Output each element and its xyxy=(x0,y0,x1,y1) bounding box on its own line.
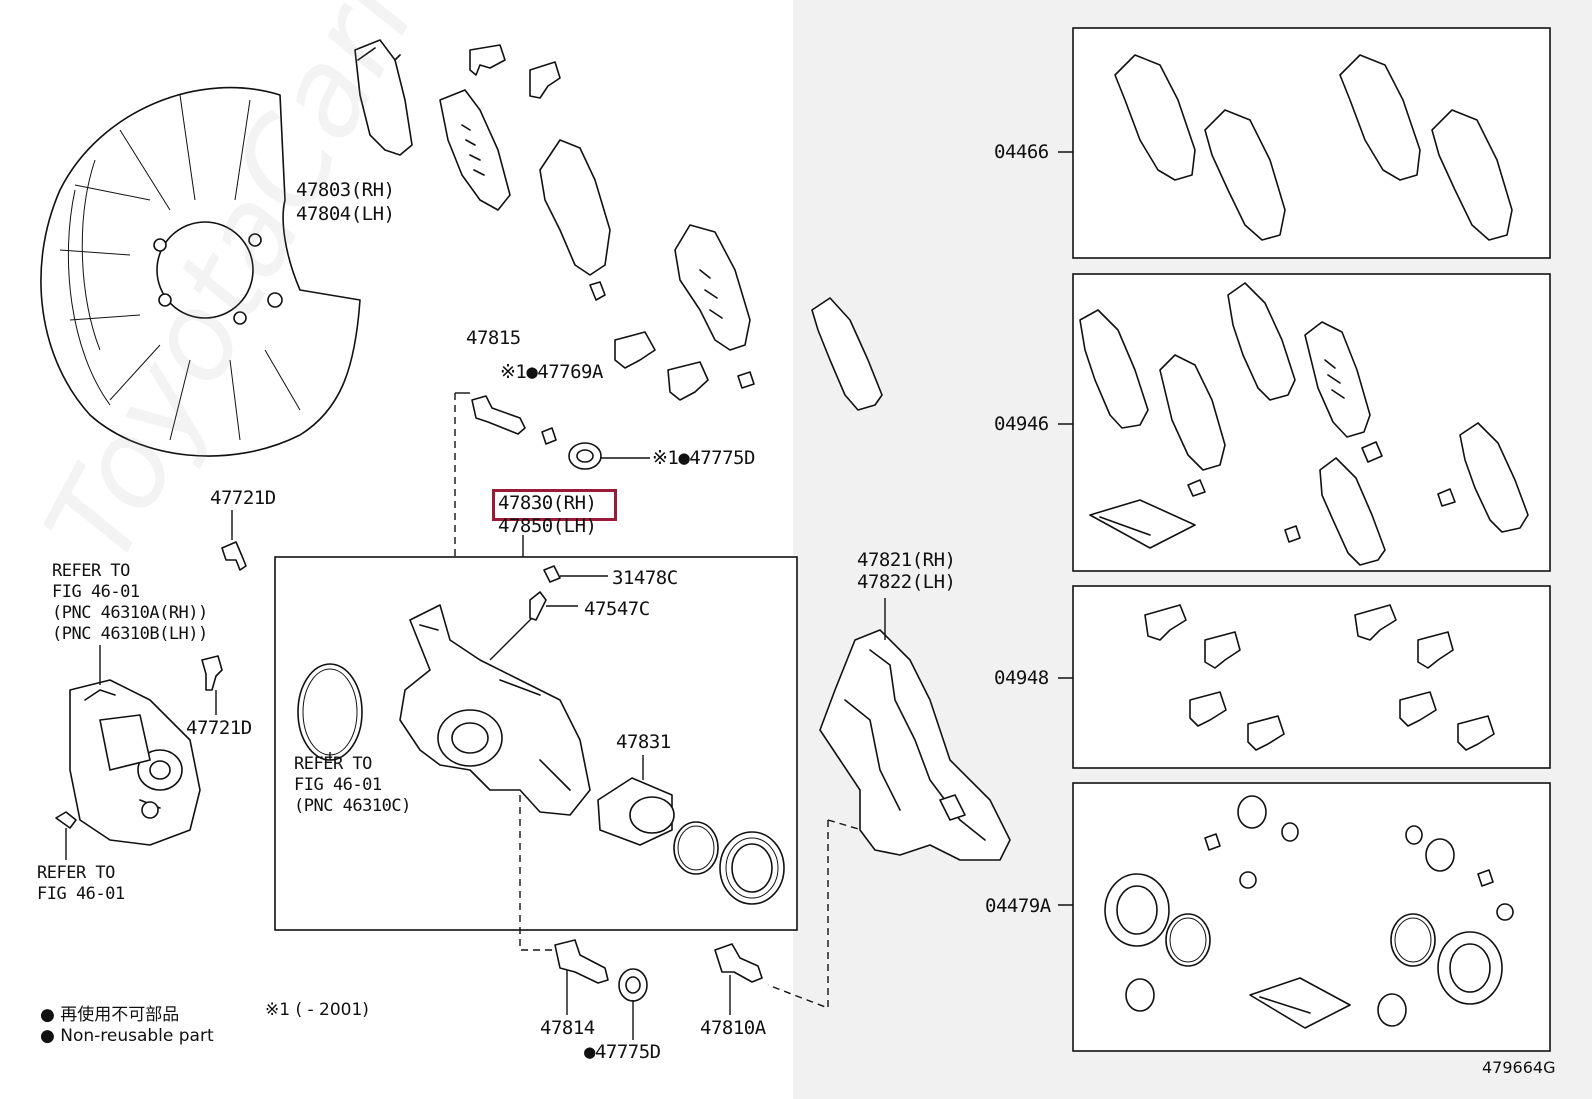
piston-47831[interactable] xyxy=(597,777,675,846)
top-pad-shim-1[interactable] xyxy=(354,39,413,156)
label-47547C: 47547C xyxy=(584,598,650,620)
slide-pin-47814[interactable] xyxy=(554,939,609,984)
label-kit-04948[interactable]: 04948 xyxy=(994,667,1049,689)
bleeder-cap-31478C[interactable] xyxy=(543,565,561,583)
label-47810A: 47810A xyxy=(700,1017,766,1039)
label-47815: 47815 xyxy=(466,327,521,349)
label-kit-04946[interactable]: 04946 xyxy=(994,413,1049,435)
top-clip-1[interactable] xyxy=(469,44,561,99)
piston-boot[interactable] xyxy=(719,831,785,905)
refer-note-plug-1: REFER TO xyxy=(37,863,115,883)
caliper-body[interactable] xyxy=(399,604,591,816)
label-47769A: ※1●47769A xyxy=(500,361,603,383)
label-47775D-bottom: ●47775D xyxy=(584,1041,661,1063)
refer-note-seal-2: FIG 46-01 xyxy=(294,775,382,795)
kit-04466-pads xyxy=(1114,54,1513,241)
legend-english: ● Non-reusable part xyxy=(40,1026,214,1046)
legend-japanese: ● 再使用不可部品 xyxy=(40,1005,180,1025)
seal-ring[interactable] xyxy=(297,663,363,761)
mid-clips[interactable] xyxy=(589,281,755,401)
label-47830[interactable]: 47830(RH) xyxy=(498,492,597,514)
bolt-47810A[interactable] xyxy=(714,943,763,983)
label-47721D-bottom: 47721D xyxy=(186,717,252,739)
loose-pad-shim[interactable] xyxy=(811,297,883,411)
refer-note-motor-4: (PNC 46310B(LH)) xyxy=(52,624,208,644)
label-47831: 47831 xyxy=(616,731,671,753)
slide-pin-47815[interactable] xyxy=(471,395,557,445)
label-31478C: 31478C xyxy=(612,567,678,589)
kit-04948-clips xyxy=(1144,604,1495,751)
bolt-47721D-top[interactable] xyxy=(221,541,247,571)
bolt-47721D-lower[interactable] xyxy=(201,655,223,691)
boot-47775D-top[interactable] xyxy=(568,442,602,470)
label-kit-04479A[interactable]: 04479A xyxy=(985,895,1051,917)
figure-id: 479664G xyxy=(1482,1058,1556,1077)
label-47814: 47814 xyxy=(540,1017,595,1039)
legend-note-1: ※1 ( - 2001) xyxy=(265,1000,369,1020)
refer-note-motor-3: (PNC 46310A(RH)) xyxy=(52,603,208,623)
refer-note-motor-1: REFER TO xyxy=(52,561,130,581)
label-47804: 47804(LH) xyxy=(296,203,395,225)
plug[interactable] xyxy=(55,811,77,829)
top-pad-3[interactable] xyxy=(674,224,751,351)
boot-47775D-bottom[interactable] xyxy=(618,968,648,1002)
label-47821: 47821(RH) xyxy=(857,549,956,571)
top-pad-1[interactable] xyxy=(439,89,511,211)
label-47803: 47803(RH) xyxy=(296,179,395,201)
mounting-bracket[interactable] xyxy=(819,629,1011,861)
refer-note-seal-3: (PNC 46310C) xyxy=(294,796,411,816)
label-47721D-top: 47721D xyxy=(210,487,276,509)
parking-brake-motor[interactable] xyxy=(69,679,201,846)
piston-seal[interactable] xyxy=(673,821,719,875)
refer-note-seal-1: REFER TO xyxy=(294,754,372,774)
kit-04479A-seals xyxy=(1104,795,1514,1029)
label-47775D-top: ※1●47775D xyxy=(652,447,755,469)
top-pad-2[interactable] xyxy=(539,139,611,276)
refer-note-plug-2: FIG 46-01 xyxy=(37,884,125,904)
label-47850[interactable]: 47850(LH) xyxy=(498,515,597,537)
label-47822: 47822(LH) xyxy=(857,571,956,593)
refer-note-motor-2: FIG 46-01 xyxy=(52,582,140,602)
label-kit-04466[interactable]: 04466 xyxy=(994,141,1049,163)
dust-shield[interactable] xyxy=(40,86,361,457)
bleeder-plug-47547C[interactable] xyxy=(529,591,547,621)
highlight-box xyxy=(492,489,617,521)
kit-04946-shims-and-pads xyxy=(1079,282,1529,566)
